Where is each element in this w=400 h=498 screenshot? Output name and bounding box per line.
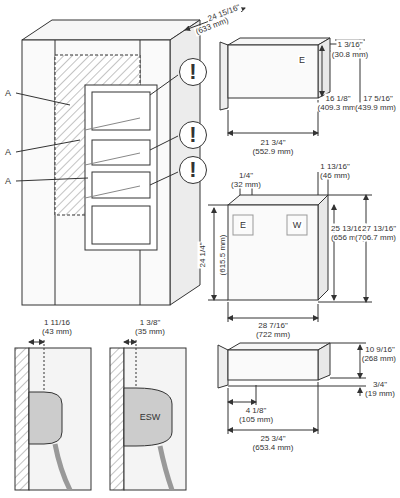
dimension-label: 27 13/16" [361,224,397,233]
dimension-label: 17 5/16" [362,94,394,103]
part-letter: W [292,221,303,230]
warning-mark: ! [189,61,196,83]
part-letter: A [4,177,12,186]
dimension-label: (105 mm) [238,415,274,424]
warning-circle: ! [179,121,207,149]
dimension-label: (552.9 mm) [252,147,295,156]
part-letter: A [4,89,12,98]
dimension-label: (30.8 mm) [331,50,369,59]
dimension-label: (268 mm) [361,354,397,363]
dimension-label: (32 mm) [230,180,262,189]
dimension-label: (409.3 mm) [317,103,360,112]
warning-mark: ! [189,159,196,181]
part-letter: ESW [139,413,162,422]
dimension-label: 1 11/16 [43,318,71,327]
dimension-label: 25 3/4" [259,434,286,443]
dimension-label: 3/4" [372,380,388,389]
dimension-label: (722 mm) [255,330,291,339]
dimension-label: (46 mm) [319,171,351,180]
dimension-label: (439.9 mm) [354,103,397,112]
dimension-label: 24 1/4" [198,241,207,268]
part-letter: E [298,56,306,65]
dimension-label: 21 3/4" [259,138,286,147]
dimension-label: (43 mm) [41,327,73,336]
dimension-label: (35 mm) [134,327,166,336]
dimension-label: 1 3/16" [336,40,363,49]
dimension-label: (615.5 mm) [218,234,227,277]
part-letter: A [4,148,12,157]
dimension-label: (653.4 mm) [252,443,295,452]
warning-circle: ! [179,58,207,86]
dimension-label: 10 9/16" [364,345,396,354]
dimension-label: 1 13/16" [319,162,351,171]
part-letter: E [239,221,247,230]
dimension-label: 4 1/8" [245,406,268,415]
dimension-label: 1/4" [238,171,254,180]
dimension-label: (19 mm) [364,389,396,398]
warning-mark: ! [189,124,196,146]
dimension-label: 28 7/16" [257,321,289,330]
dimension-label: 1 3/8" [139,318,162,327]
dimension-label: 16 1/8" [324,94,351,103]
dimension-label: (706.7 mm) [354,233,397,242]
warning-circle: ! [179,156,207,184]
